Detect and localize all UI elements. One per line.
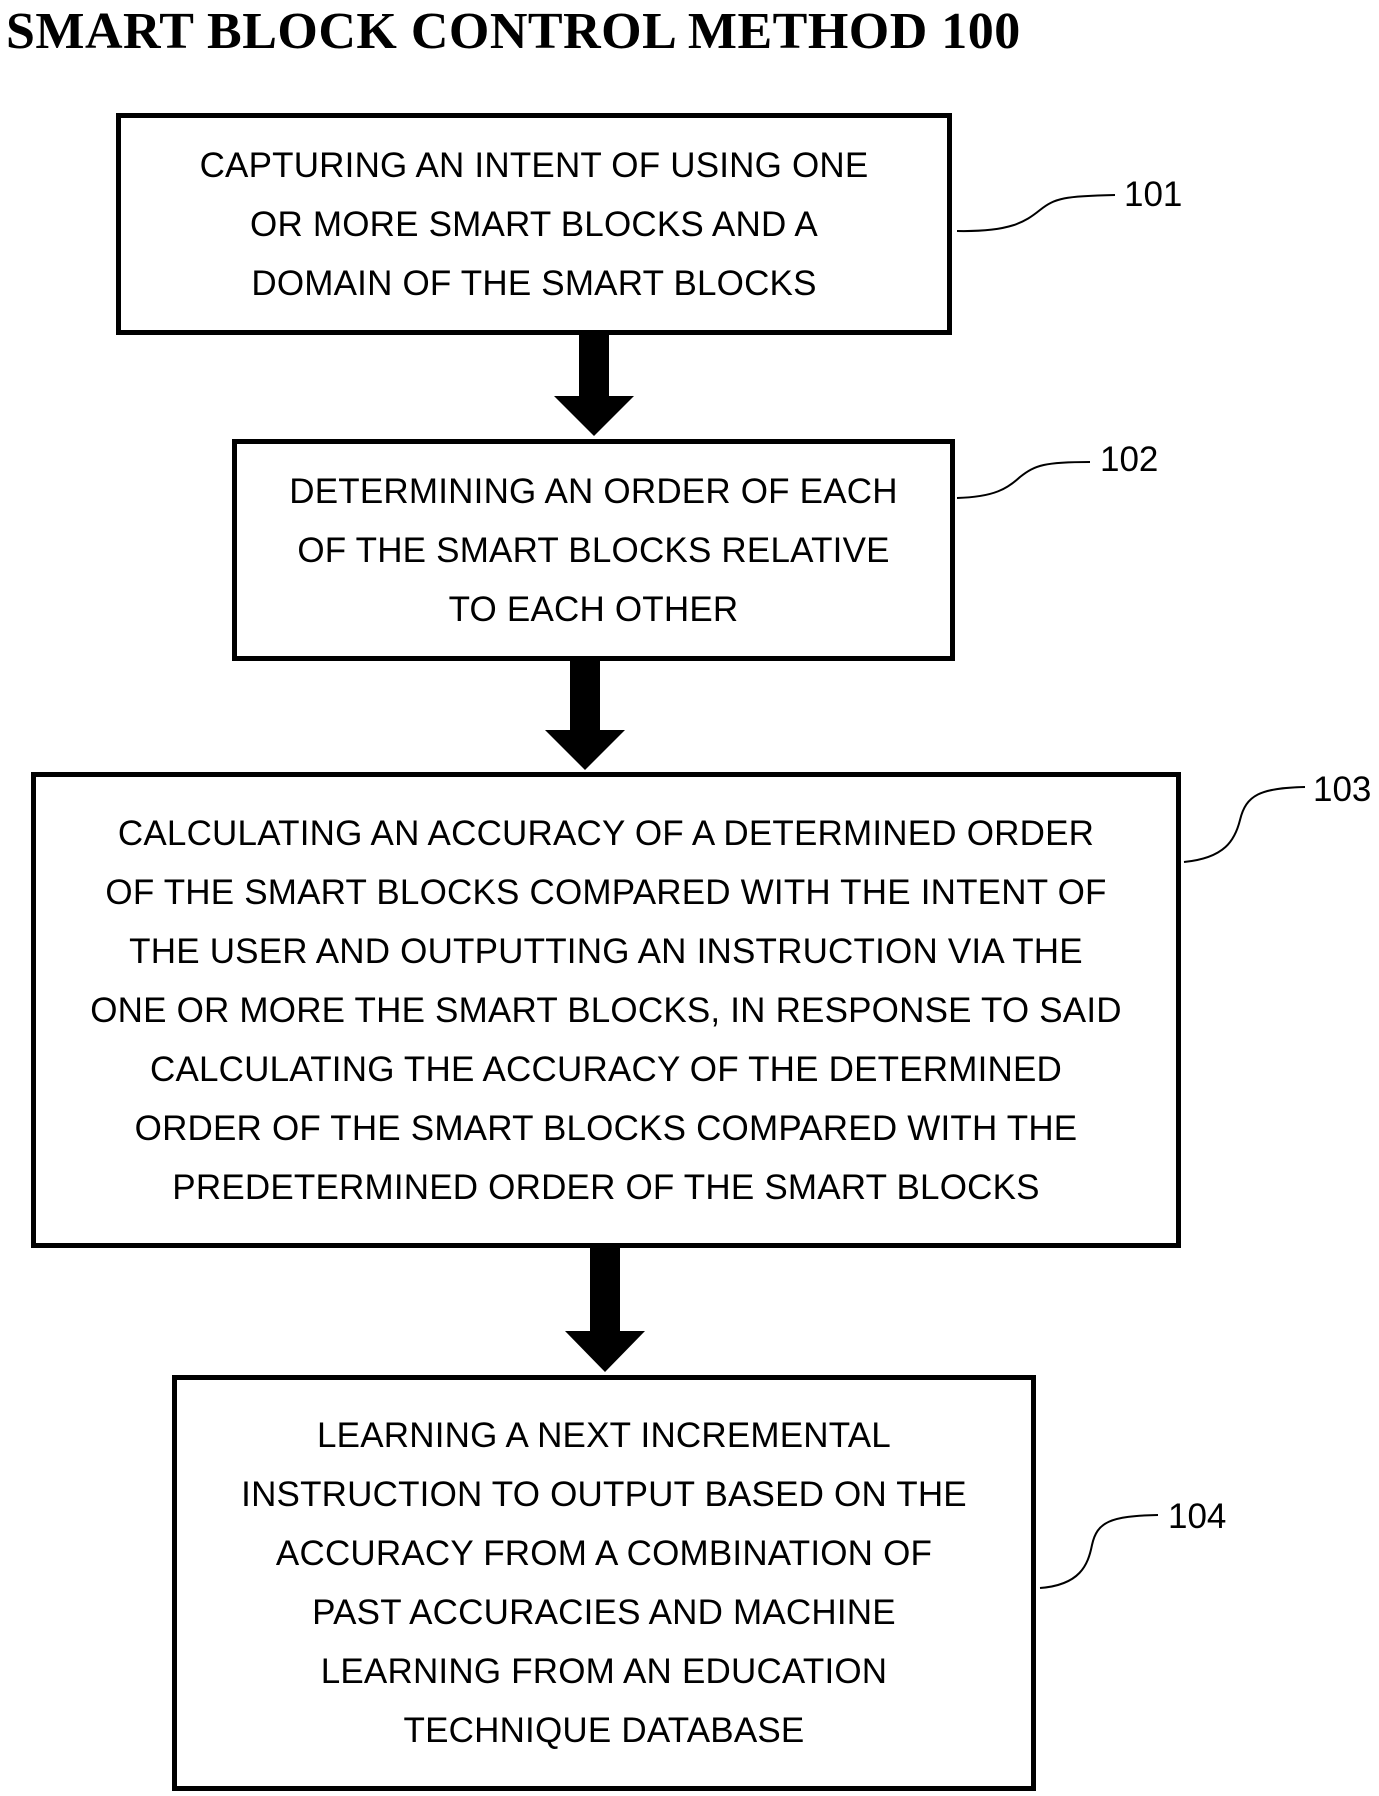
step-101-line: CAPTURING AN INTENT OF USING ONE	[200, 136, 869, 195]
step-102-line: OF THE SMART BLOCKS RELATIVE	[297, 521, 889, 580]
flow-arrow-102-103	[545, 660, 625, 770]
flow-arrow-101-102	[554, 334, 634, 436]
step-box-103: CALCULATING AN ACCURACY OF A DETERMINED …	[31, 772, 1181, 1248]
step-102-line: DETERMINING AN ORDER OF EACH	[289, 462, 897, 521]
step-104-line: LEARNING A NEXT INCREMENTAL	[317, 1406, 891, 1465]
flow-arrow-103-104	[565, 1247, 645, 1372]
step-103-line: OF THE SMART BLOCKS COMPARED WITH THE IN…	[105, 863, 1106, 922]
step-103-line: ONE OR MORE THE SMART BLOCKS, IN RESPONS…	[90, 981, 1122, 1040]
diagram-title: SMART BLOCK CONTROL METHOD 100	[6, 2, 1021, 62]
step-box-104: LEARNING A NEXT INCREMENTAL INSTRUCTION …	[172, 1375, 1036, 1791]
step-103-line: ORDER OF THE SMART BLOCKS COMPARED WITH …	[135, 1099, 1078, 1158]
step-103-line: PREDETERMINED ORDER OF THE SMART BLOCKS	[172, 1158, 1039, 1217]
ref-label-104: 104	[1168, 1497, 1226, 1537]
step-104-line: ACCURACY FROM A COMBINATION OF	[276, 1524, 932, 1583]
step-103-line: CALCULATING THE ACCURACY OF THE DETERMIN…	[150, 1040, 1062, 1099]
leader-line-101	[957, 195, 1115, 231]
step-102-line: TO EACH OTHER	[449, 580, 739, 639]
step-101-line: OR MORE SMART BLOCKS AND A	[250, 195, 818, 254]
step-103-line: THE USER AND OUTPUTTING AN INSTRUCTION V…	[129, 922, 1083, 981]
step-103-line: CALCULATING AN ACCURACY OF A DETERMINED …	[118, 804, 1094, 863]
leader-line-104	[1040, 1515, 1158, 1588]
ref-label-101: 101	[1124, 175, 1182, 215]
step-104-line: INSTRUCTION TO OUTPUT BASED ON THE	[241, 1465, 967, 1524]
step-box-102: DETERMINING AN ORDER OF EACH OF THE SMAR…	[232, 439, 955, 661]
step-104-line: LEARNING FROM AN EDUCATION	[321, 1642, 888, 1701]
step-104-line: TECHNIQUE DATABASE	[404, 1701, 805, 1760]
ref-label-103: 103	[1313, 770, 1371, 810]
step-box-101: CAPTURING AN INTENT OF USING ONE OR MORE…	[116, 113, 952, 335]
leader-line-102	[957, 462, 1090, 498]
step-104-line: PAST ACCURACIES AND MACHINE	[312, 1583, 896, 1642]
ref-label-102: 102	[1100, 440, 1158, 480]
leader-line-103	[1184, 787, 1305, 862]
step-101-line: DOMAIN OF THE SMART BLOCKS	[251, 254, 816, 313]
